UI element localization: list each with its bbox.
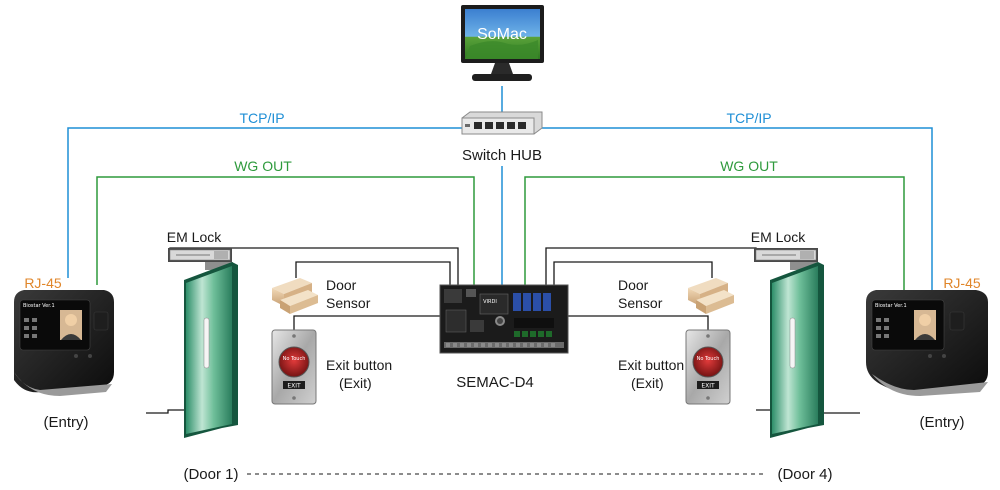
em-lock-label-right: EM Lock	[751, 229, 806, 245]
exit-button-face-text-left: EXIT	[287, 383, 301, 390]
face-reader-icon-left: Biostar Ver.1	[14, 290, 114, 396]
wire-exit-right	[562, 315, 709, 330]
wg-out-line-right	[524, 176, 905, 290]
rj45-label-right: RJ-45	[943, 275, 981, 291]
door-sensor-label-right-line1: Door	[618, 277, 649, 293]
monitor-label: SoMac	[477, 26, 527, 43]
exit-button-label-left-line1: Exit button	[326, 357, 392, 373]
controller-brand: VIRDI	[483, 299, 497, 305]
tcpip-label-right: TCP/IP	[726, 110, 771, 126]
door-icon-left	[184, 262, 238, 438]
wire-sensor-left	[295, 261, 451, 285]
tcpip-line-left	[67, 127, 462, 278]
wg-lines	[96, 176, 905, 290]
door-sensor-label-right-line2: Sensor	[618, 295, 663, 311]
exit-button-label-right-line1: Exit button	[618, 357, 684, 373]
em-lock-icon-left	[168, 248, 233, 270]
wire-exit-left	[293, 315, 442, 330]
wg-out-line-left	[96, 176, 475, 285]
exit-button-face-text-right: EXIT	[701, 383, 715, 390]
controller-board-icon: VIRDI	[439, 284, 569, 354]
door-sensor-label-left-line1: Door	[326, 277, 357, 293]
reader-label-left: (Entry)	[44, 414, 89, 431]
floor-line-left	[146, 409, 190, 414]
switch-hub-icon	[461, 111, 543, 135]
exit-button-top-text-left: No Touch	[283, 356, 306, 362]
face-reader-icon-right: Biostar Ver.1	[866, 290, 988, 396]
rj45-label-left: RJ-45	[24, 275, 62, 291]
door-sensor-icon-left	[272, 278, 318, 314]
exit-button-label-left-line2: (Exit)	[339, 375, 372, 391]
tcpip-line-right	[542, 127, 933, 290]
exit-button-icon-left: No Touch EXIT	[271, 329, 317, 405]
reader-screen-text-right: Biostar Ver.1	[875, 303, 907, 309]
controller-label: SEMAC-D4	[456, 374, 534, 391]
wire-emlock-right	[545, 247, 757, 285]
reader-label-right: (Entry)	[920, 414, 965, 431]
reader-screen-text-left: Biostar Ver.1	[23, 303, 55, 309]
exit-button-label-right-line2: (Exit)	[631, 375, 664, 391]
wg-out-label-right: WG OUT	[720, 158, 778, 174]
tcpip-lines	[67, 86, 933, 290]
exit-button-top-text-right: No Touch	[697, 356, 720, 362]
door-sensor-label-left-line2: Sensor	[326, 295, 371, 311]
wg-out-label-left: WG OUT	[234, 158, 292, 174]
door4-label: (Door 4)	[777, 466, 832, 483]
tcpip-label-left: TCP/IP	[239, 110, 284, 126]
em-lock-icon-right	[754, 248, 818, 270]
wire-sensor-right	[553, 261, 713, 285]
exit-button-icon-right: No Touch EXIT	[685, 329, 731, 405]
door-sensor-icon-right	[688, 278, 734, 314]
em-lock-label-left: EM Lock	[167, 229, 222, 245]
door1-label: (Door 1)	[183, 466, 238, 483]
switch-hub-label: Switch HUB	[462, 147, 542, 164]
monitor-icon: SoMac	[461, 5, 544, 81]
door-icon-right	[770, 262, 824, 438]
